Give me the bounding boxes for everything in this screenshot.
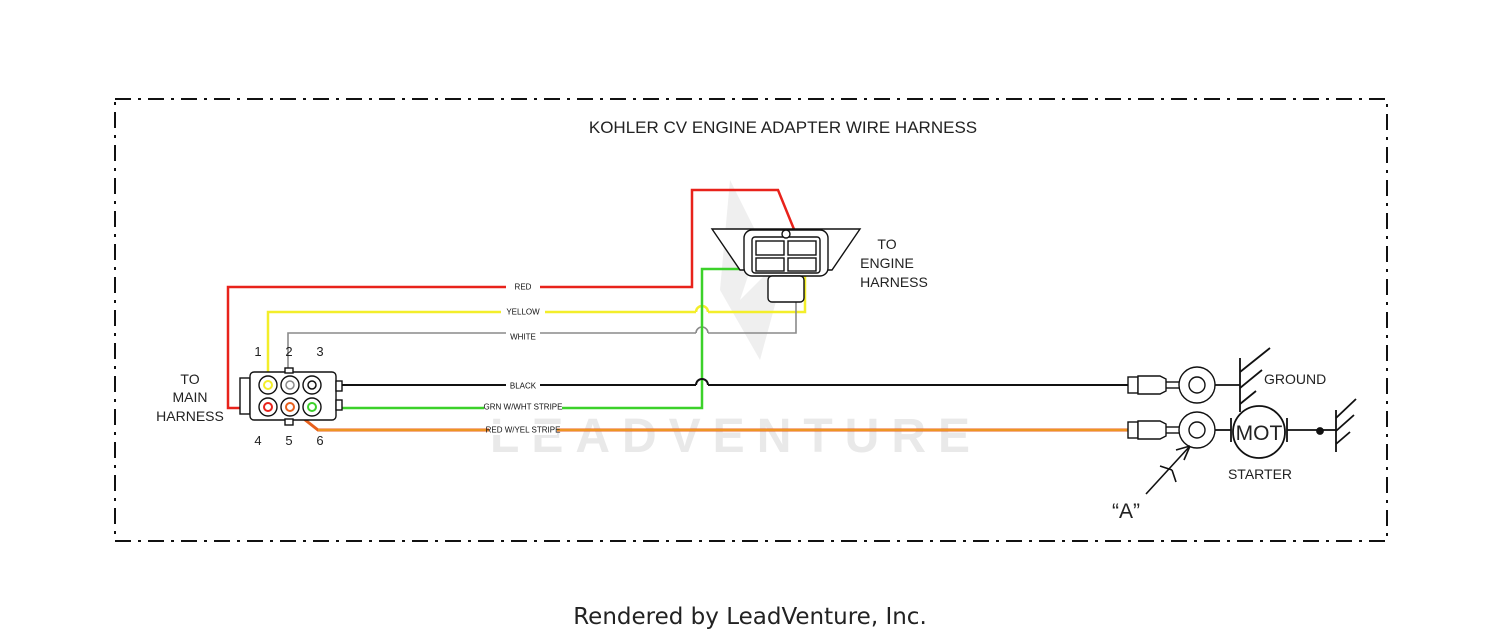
pin-1-label: 1 (254, 344, 261, 359)
yellow-wire (266, 310, 696, 386)
diagram-border (114, 98, 1388, 542)
red-yellow-wire-label: RED W/YEL STRIPE (486, 426, 561, 435)
motor-label: MOT (1236, 422, 1283, 445)
pin-5-label: 5 (285, 433, 292, 448)
to-engine-label-line3: HARNESS (860, 274, 928, 290)
pin-4-label: 4 (254, 433, 261, 448)
ground-terminal (1127, 366, 1216, 404)
black-wire-label: BLACK (510, 382, 537, 391)
footer-credit: Rendered by LeadVenture, Inc. (573, 604, 927, 630)
white-wire (287, 332, 696, 386)
to-main-label-line3: HARNESS (156, 408, 224, 424)
watermark-logo-icon (720, 180, 790, 360)
ground-symbol-icon (1215, 347, 1271, 412)
green-wire-label: GRN W/WHT STRIPE (484, 403, 563, 412)
watermark: LEADVENTURE (490, 180, 982, 463)
starter-motor-icon (1215, 398, 1357, 459)
pin-6-label: 6 (316, 433, 323, 448)
callout-a-label: “A” (1112, 500, 1140, 523)
red-wire-label: RED (515, 283, 532, 292)
to-engine-label-line1: TO (877, 236, 896, 252)
white-wire-label: WHITE (510, 333, 536, 342)
engine-connector (710, 228, 862, 303)
to-engine-label-line2: ENGINE (860, 255, 914, 271)
starter-label: STARTER (1228, 466, 1292, 482)
watermark-text: LEADVENTURE (490, 410, 982, 463)
diagram-title: KOHLER CV ENGINE ADAPTER WIRE HARNESS (589, 118, 977, 137)
main-connector (239, 367, 343, 426)
starter-terminal (1127, 411, 1216, 449)
callout-arrow-icon (1145, 445, 1191, 495)
pin-3-label: 3 (316, 344, 323, 359)
yellow-wire-label: YELLOW (506, 308, 540, 317)
pin-2-label: 2 (285, 344, 292, 359)
red-wire (226, 188, 802, 410)
to-main-label-line2: MAIN (173, 389, 208, 405)
to-main-label-line1: TO (180, 371, 199, 387)
ground-label: GROUND (1264, 371, 1326, 387)
